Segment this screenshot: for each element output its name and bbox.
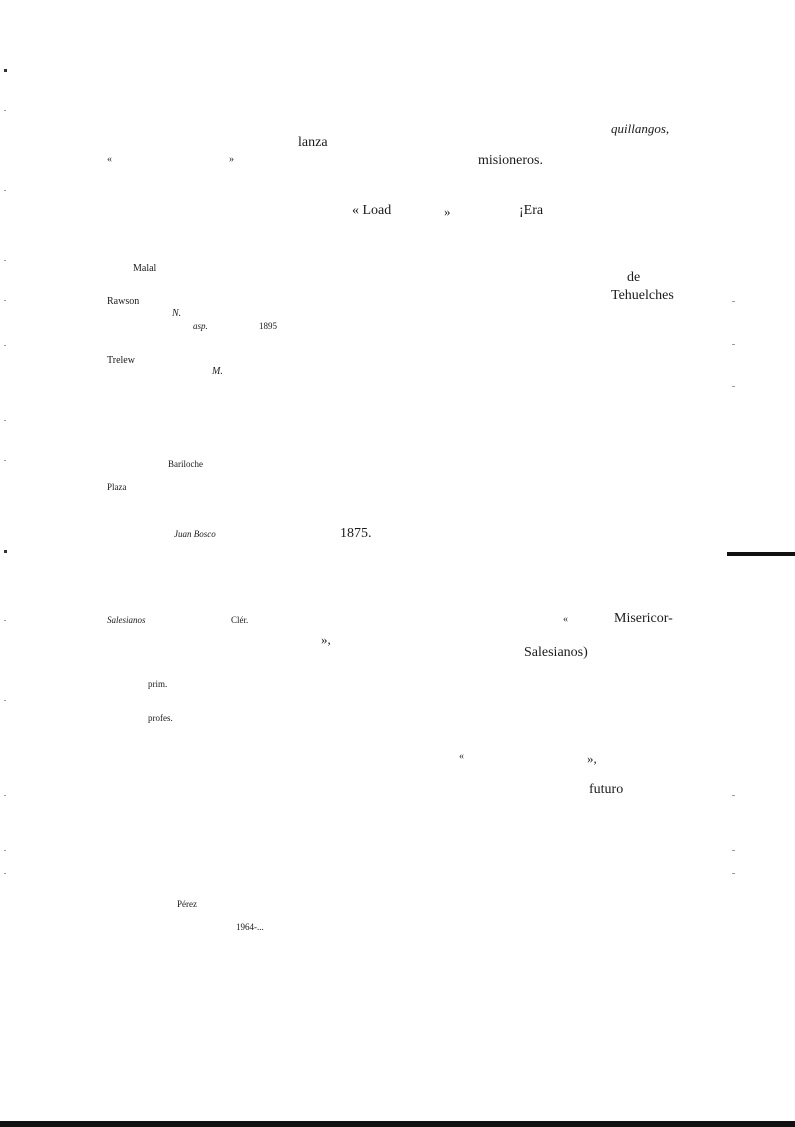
quote-open-misericor: « xyxy=(563,614,568,625)
word-profes: profes. xyxy=(148,713,173,723)
word-rawson: Rawson xyxy=(107,296,140,307)
margin-speck xyxy=(732,873,735,874)
word-juan-bosco: Juan Bosco xyxy=(174,529,216,539)
quote-close-comma: », xyxy=(321,632,331,647)
word-load: « Load xyxy=(352,203,392,218)
margin-speck xyxy=(732,850,735,851)
margin-speck xyxy=(732,344,735,345)
word-asp: asp. xyxy=(193,321,208,331)
word-era: ¡Era xyxy=(519,203,544,218)
word-lanza: lanza xyxy=(298,135,328,150)
margin-mark xyxy=(4,69,7,72)
word-futuro: futuro xyxy=(589,782,624,797)
word-de: de xyxy=(627,270,641,285)
year-1895: 1895 xyxy=(259,321,277,331)
word-misioneros: misioneros. xyxy=(478,153,543,168)
margin-speck xyxy=(732,795,735,796)
quote-close-load: » xyxy=(444,204,451,219)
word-salesianos-italic: Salesianos xyxy=(107,615,146,625)
margin-speck xyxy=(4,190,6,191)
word-malal: Malal xyxy=(133,263,157,274)
year-1964: 1964-... xyxy=(236,922,264,932)
margin-speck xyxy=(4,460,6,461)
margin-speck xyxy=(732,301,735,302)
quote-open: « xyxy=(107,154,112,165)
margin-speck xyxy=(732,386,735,387)
word-n-initial: N. xyxy=(172,308,182,319)
margin-speck xyxy=(4,110,6,111)
margin-speck xyxy=(4,345,6,346)
word-cler: Clér. xyxy=(231,615,249,625)
word-salesianos-paren: Salesianos) xyxy=(524,645,588,660)
word-tehuelches: Tehuelches xyxy=(611,288,674,303)
word-bariloche: Bariloche xyxy=(168,459,203,469)
word-m-initial: M. xyxy=(212,366,223,377)
margin-speck xyxy=(4,795,6,796)
word-plaza: Plaza xyxy=(107,482,127,492)
margin-speck xyxy=(4,260,6,261)
quote-open-2: « xyxy=(459,751,464,762)
word-prim: prim. xyxy=(148,679,168,689)
margin-speck xyxy=(4,700,6,701)
word-trelew: Trelew xyxy=(107,355,135,366)
bottom-edge-rule xyxy=(0,1121,795,1127)
word-perez: Pérez xyxy=(177,899,197,909)
margin-mark xyxy=(4,550,7,553)
margin-speck xyxy=(4,420,6,421)
margin-speck xyxy=(4,620,6,621)
margin-speck xyxy=(4,850,6,851)
margin-speck xyxy=(4,300,6,301)
quote-close: » xyxy=(229,154,234,165)
year-1875: 1875. xyxy=(340,526,372,541)
quote-close-comma-2: », xyxy=(587,751,597,766)
right-edge-rule xyxy=(727,552,795,556)
word-misericor: Misericor- xyxy=(614,611,673,626)
margin-speck xyxy=(4,873,6,874)
word-quillangos: quillangos, xyxy=(611,121,670,136)
